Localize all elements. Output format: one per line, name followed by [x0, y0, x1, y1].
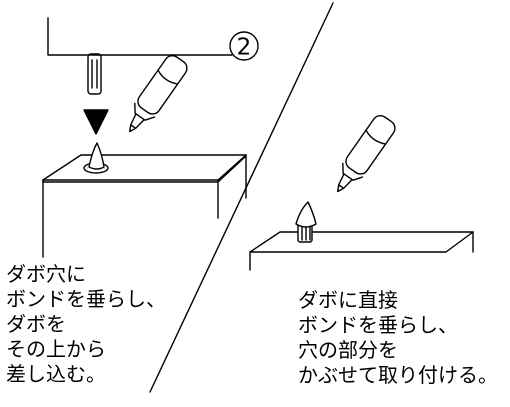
- step-number: 2: [237, 35, 252, 61]
- right-method-caption: ダボに直接 ボンドを垂らし、 穴の部分を かぶせて取り付ける。: [298, 288, 498, 387]
- lower-panel-right: [249, 231, 474, 271]
- left-method-caption: ダボ穴に ボンドを垂らし、 ダボを その上から 差し込む。: [6, 262, 166, 386]
- glue-bottle-right: [337, 114, 396, 193]
- dowel-with-glue: [295, 201, 317, 243]
- divider-line: [149, 2, 334, 393]
- glue-bottle-left: [129, 54, 188, 133]
- dowel: [87, 53, 102, 95]
- glue-in-hole: [83, 142, 109, 174]
- lower-panel-left: [42, 154, 247, 258]
- upper-panel: [47, 17, 233, 56]
- step-number-badge: 2: [229, 31, 259, 61]
- insert-arrow-icon: [83, 109, 109, 135]
